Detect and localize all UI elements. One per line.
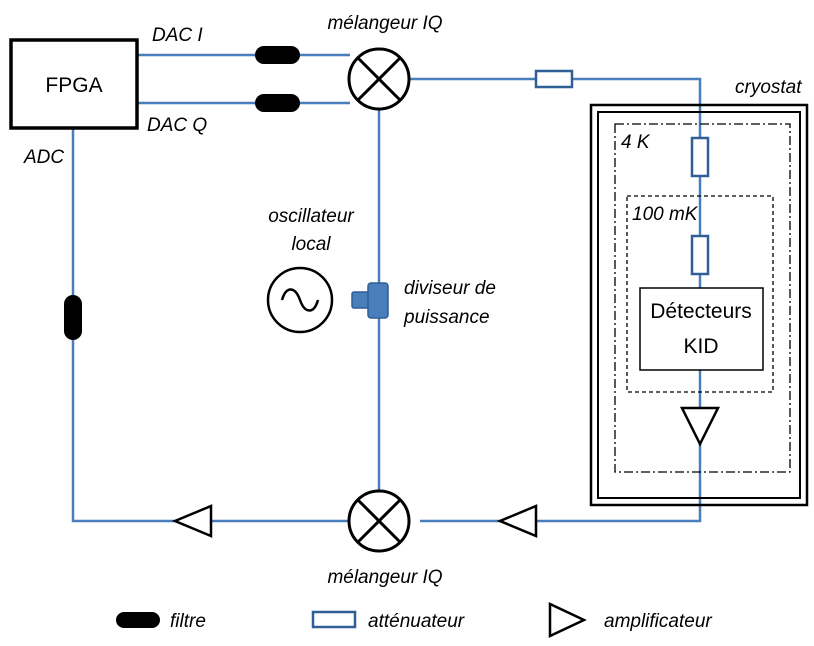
cryostat [589, 103, 809, 507]
wire-amp-to-return [420, 444, 702, 523]
fpga-label: FPGA [45, 74, 102, 97]
detector-label-line1: Détecteurs [650, 300, 752, 323]
stage-100mk-label: 100 mK [632, 204, 699, 225]
mixer-top [347, 47, 411, 111]
oscillator-label-line1: oscillateur [268, 206, 354, 227]
splitter-label-line1: diviseur de [404, 278, 496, 299]
legend-filter-label: filtre [170, 611, 206, 632]
labels: DAC I DAC Q ADC mélangeur IQ mélangeur I… [23, 13, 802, 588]
stage-100mk-boundary [626, 195, 774, 393]
stage-4k-boundary [614, 123, 791, 473]
amplifier-triangle-icon [496, 504, 538, 538]
mixer-bottom [347, 489, 411, 553]
filter-icon [255, 94, 300, 112]
legend-amplifier-label: amplificateur [604, 611, 712, 632]
amplifier-triangle-icon [171, 504, 213, 538]
oscillator-label-line2: local [291, 234, 331, 255]
detector-block: Détecteurs KID [639, 287, 764, 371]
legend: filtre atténuateur amplificateur [116, 602, 712, 638]
dac-i-label: DAC I [152, 25, 203, 46]
legend-attenuator-icon [311, 610, 357, 629]
legend-filter-icon [116, 612, 160, 628]
dac-q-label: DAC Q [147, 115, 207, 136]
attenuator-icon [534, 69, 574, 89]
legend-amplifier-icon [548, 602, 587, 638]
power-splitter-icon [351, 282, 389, 319]
wires [71, 53, 702, 523]
wire-return-to-adc [71, 128, 350, 523]
attenuator-icon [690, 234, 710, 276]
mixer-top-label: mélangeur IQ [327, 13, 442, 34]
filters [64, 46, 300, 340]
cryostat-label: cryostat [735, 77, 802, 98]
attenuator-icon [690, 136, 710, 178]
filter-icon [64, 295, 82, 340]
legend-attenuator-label: atténuateur [368, 611, 465, 632]
amplifiers [171, 406, 721, 538]
filter-icon [255, 46, 300, 64]
attenuators [534, 69, 710, 276]
local-oscillator [266, 266, 334, 334]
wire-mixer-to-cryostat [408, 77, 702, 138]
adc-label: ADC [23, 147, 64, 168]
amplifier-triangle-icon [679, 406, 721, 447]
detector-label-line2: KID [683, 335, 718, 358]
splitter-label-line2: puissance [403, 307, 490, 328]
fpga-block: FPGA [9, 38, 139, 130]
stage-4k-label: 4 K [621, 132, 651, 153]
mixer-bottom-label: mélangeur IQ [327, 567, 442, 588]
